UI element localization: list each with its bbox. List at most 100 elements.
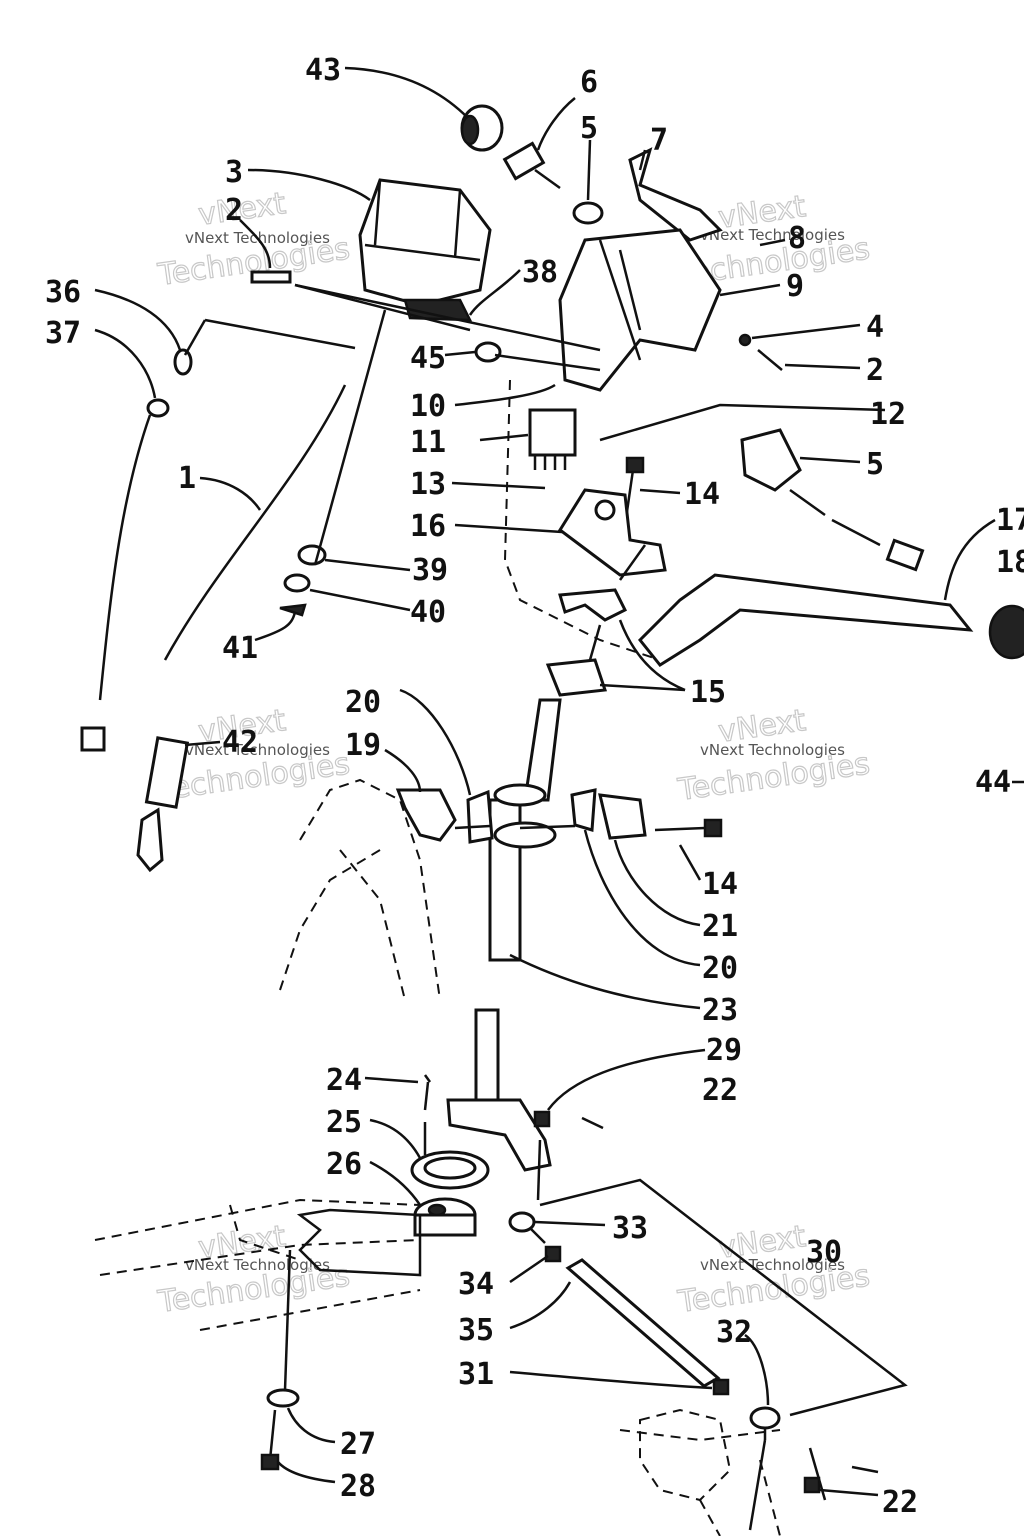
part-bolt-lower xyxy=(654,818,723,838)
part-screw-left xyxy=(250,270,292,284)
frame-outline-upper xyxy=(279,379,661,1001)
callout-11: 11 xyxy=(410,425,446,460)
callout-1: 1 xyxy=(178,461,196,496)
part-speedometer-cable xyxy=(163,384,347,661)
leader-lines xyxy=(94,66,996,1531)
callout-28: 28 xyxy=(340,1469,376,1504)
callout-36: 36 xyxy=(45,275,81,310)
callout-29: 29 xyxy=(706,1033,742,1068)
callout-39: 39 xyxy=(412,553,448,588)
callout-14: 14 xyxy=(684,477,720,512)
part-dimmer-switch xyxy=(740,428,925,572)
callout-14: 14 xyxy=(702,867,738,902)
watermark-text: vNext Technologies xyxy=(700,741,845,759)
callout-31: 31 xyxy=(458,1357,494,1392)
part-nut-29 xyxy=(533,1110,551,1128)
part-washer-27 xyxy=(266,1388,300,1408)
callout-12: 12 xyxy=(870,397,906,432)
callout-23: 23 xyxy=(702,993,738,1028)
watermark-mid-right: vNext vNext Technologies Technologies xyxy=(675,702,873,808)
watermark-text: vNext Technologies xyxy=(700,226,845,244)
part-knob xyxy=(460,104,504,152)
callout-37: 37 xyxy=(45,316,81,351)
callout-2: 2 xyxy=(225,193,243,228)
frame-outline-lower xyxy=(94,1198,781,1442)
part-washer xyxy=(738,333,752,347)
part-tie-rod-35 xyxy=(565,1258,721,1388)
part-clamp-19 xyxy=(395,788,457,842)
callout-5: 5 xyxy=(580,111,598,146)
callout-20: 20 xyxy=(345,685,381,720)
callout-34: 34 xyxy=(458,1267,494,1302)
part-bolt-24 xyxy=(423,1081,430,1111)
callout-6: 6 xyxy=(580,65,598,100)
callout-27: 27 xyxy=(340,1427,376,1462)
part-screw-right xyxy=(757,349,783,371)
callout-15: 15 xyxy=(690,675,726,710)
callout-10: 10 xyxy=(410,389,446,424)
callout-32: 32 xyxy=(716,1315,752,1350)
watermark-text: vNext Technologies xyxy=(185,1256,330,1274)
watermark-bottom-right: vNext vNext Technologies Technologies xyxy=(675,1218,873,1320)
callout-21: 21 xyxy=(702,909,738,944)
callout-35: 35 xyxy=(458,1313,494,1348)
part-connector-block xyxy=(528,408,577,470)
part-bolt-28 xyxy=(260,1409,280,1471)
callout-4: 4 xyxy=(866,310,884,345)
callout-labels: 43 6 5 7 3 2 8 38 9 36 37 4 45 2 10 12 1… xyxy=(45,53,1024,1520)
callout-3: 3 xyxy=(225,155,243,190)
callout-20: 20 xyxy=(702,951,738,986)
callout-43: 43 xyxy=(305,53,341,88)
part-washer-45 xyxy=(474,341,502,363)
watermark-text: vNext Technologies xyxy=(700,1256,845,1274)
callout-24: 24 xyxy=(326,1063,362,1098)
part-clamp-21 xyxy=(598,793,647,840)
part-grommet xyxy=(297,544,327,566)
part-headlight-pod xyxy=(558,228,722,392)
part-clamp-upper xyxy=(558,588,628,622)
callout-33: 33 xyxy=(612,1211,648,1246)
callout-8: 8 xyxy=(788,221,806,256)
part-ignition-key xyxy=(502,141,561,190)
callout-2: 2 xyxy=(866,353,884,388)
part-steering-column xyxy=(488,698,562,962)
callout-41: 41 xyxy=(222,631,258,666)
part-bracket xyxy=(628,147,723,242)
callout-19: 19 xyxy=(345,728,381,763)
callout-25: 25 xyxy=(326,1105,362,1140)
part-nut-34 xyxy=(544,1245,562,1263)
part-bearing-flange xyxy=(410,1150,490,1190)
callout-18: 18 xyxy=(996,545,1024,580)
part-clamp-lower xyxy=(545,658,608,697)
part-mount-bracket xyxy=(557,488,667,577)
watermark-text: vNext Technologies xyxy=(185,741,330,759)
part-switch-nut xyxy=(572,201,604,225)
part-bushing-20b xyxy=(570,788,597,832)
part-tie-rod-end-32 xyxy=(749,1406,781,1440)
callout-22: 22 xyxy=(702,1073,738,1108)
part-clip-22b xyxy=(803,1465,879,1494)
part-washer-40 xyxy=(283,573,311,593)
callout-42: 42 xyxy=(222,725,258,760)
part-bushing-20a xyxy=(466,789,494,844)
part-nut-31 xyxy=(712,1378,730,1396)
part-clip-41 xyxy=(279,603,307,617)
callout-45: 45 xyxy=(410,341,446,376)
callout-26: 26 xyxy=(326,1147,362,1182)
part-lower-column xyxy=(446,1008,552,1172)
callout-7: 7 xyxy=(650,123,668,158)
callout-44: 44 xyxy=(975,765,1011,800)
part-handlebar xyxy=(637,573,1024,667)
part-wiring-harness xyxy=(80,348,193,752)
callout-22: 22 xyxy=(882,1485,918,1520)
part-pin-22a xyxy=(581,1116,604,1130)
part-grip xyxy=(136,736,190,873)
part-speedometer xyxy=(358,178,492,322)
callout-5: 5 xyxy=(866,447,884,482)
callout-40: 40 xyxy=(410,595,446,630)
callout-16: 16 xyxy=(410,509,446,544)
callout-17: 17 xyxy=(996,503,1024,538)
callout-13: 13 xyxy=(410,467,446,502)
callout-38: 38 xyxy=(522,255,558,290)
